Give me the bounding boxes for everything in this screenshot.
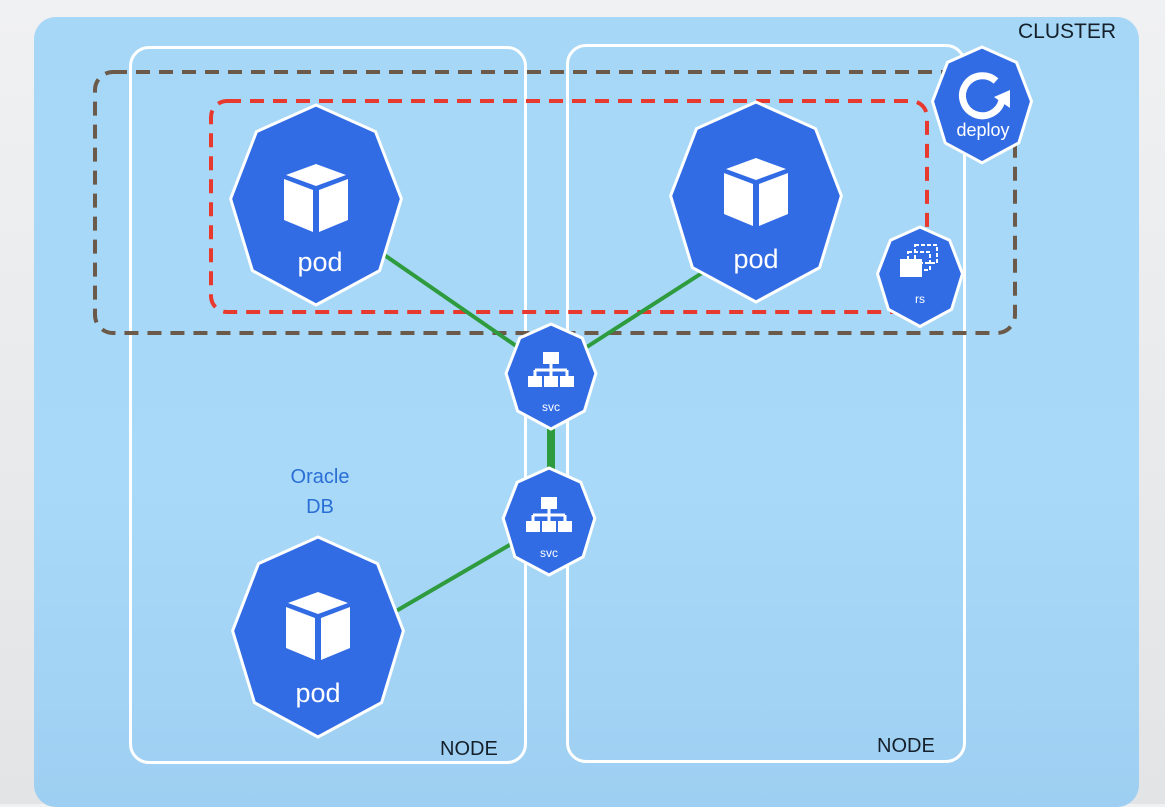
pod-2-label: pod bbox=[733, 244, 778, 274]
deployment-label: deploy bbox=[956, 120, 1009, 140]
pod-cube-icon bbox=[286, 592, 350, 660]
service-network-icon bbox=[528, 352, 574, 387]
cluster-label: CLUSTER bbox=[1018, 20, 1117, 43]
service-1-label: svc bbox=[542, 400, 560, 414]
deployment-boundary bbox=[93, 70, 1017, 335]
oracle-db-label-line2: DB bbox=[306, 496, 334, 518]
oracle-db-label: Oracle DB bbox=[270, 462, 370, 522]
replicaset-boundary bbox=[209, 99, 929, 314]
node-right-label: NODE bbox=[877, 735, 935, 757]
pod-cube-icon bbox=[724, 158, 788, 226]
pod-3-label: pod bbox=[295, 678, 340, 708]
service-2-label: svc bbox=[540, 546, 558, 560]
node-left-label: NODE bbox=[440, 738, 498, 760]
replicaset-label: rs bbox=[915, 292, 925, 306]
pod-2: pod bbox=[669, 100, 843, 304]
deployment-cycle-icon bbox=[958, 72, 1010, 120]
replicaset-stack-icon bbox=[900, 244, 938, 277]
oracle-db-label-line1: Oracle bbox=[290, 466, 350, 488]
service-network-icon bbox=[526, 497, 572, 532]
pod-1-label: pod bbox=[297, 247, 342, 277]
service-1: svc bbox=[504, 322, 598, 431]
pod-1: pod bbox=[229, 103, 403, 307]
replicaset: rs bbox=[875, 225, 965, 329]
pod-3: pod bbox=[231, 535, 405, 739]
service-2: svc bbox=[501, 466, 597, 577]
deployment: deploy bbox=[930, 45, 1034, 165]
pod-cube-icon bbox=[284, 164, 348, 232]
